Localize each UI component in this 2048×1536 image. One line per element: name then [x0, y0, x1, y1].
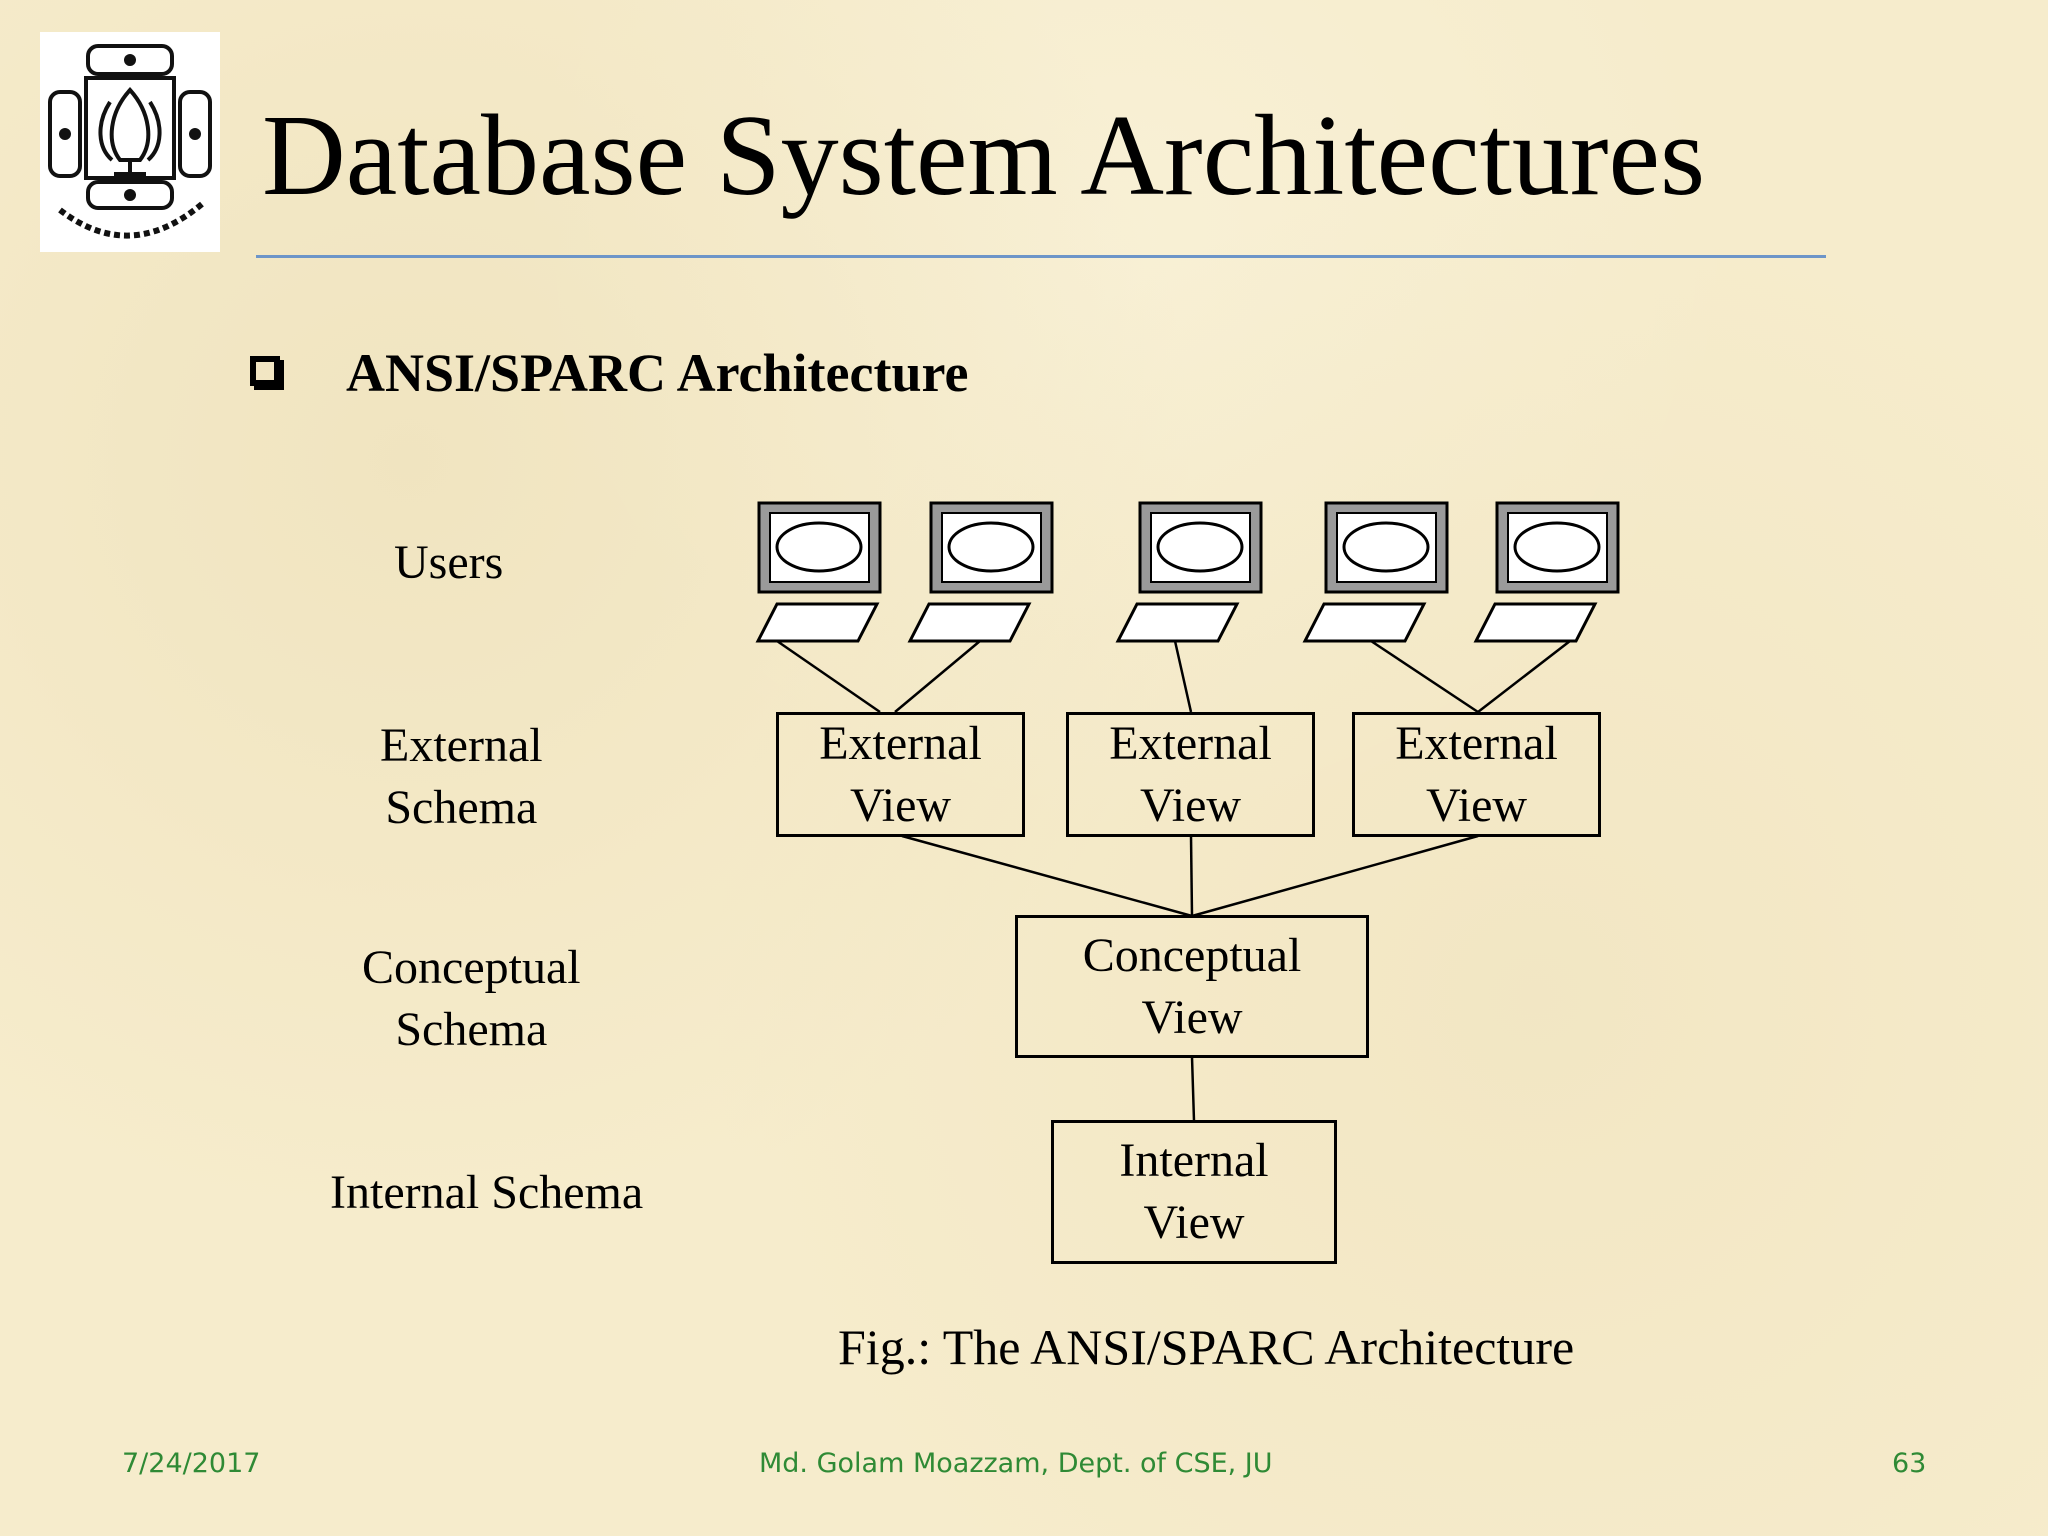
monitor-icon: [1495, 501, 1620, 594]
internal-view-line2: View: [1143, 1196, 1245, 1249]
external-view-box: External View: [1352, 712, 1601, 837]
label-conceptual-schema: Conceptual Schema: [362, 937, 581, 1061]
keyboard-icon: [1115, 602, 1240, 643]
footer-page-number: 63: [1892, 1448, 1927, 1479]
conceptual-view-box: Conceptual View: [1015, 915, 1369, 1058]
monitor-icon: [1324, 501, 1449, 594]
monitor-icon: [1138, 501, 1263, 594]
slide-title: Database System Architectures: [262, 92, 1706, 220]
keyboard-icon: [755, 602, 880, 643]
label-internal-schema: Internal Schema: [330, 1162, 643, 1224]
monitor-icon: [757, 501, 882, 594]
label-conceptual-line1: Conceptual: [362, 941, 581, 994]
external-view-line2: View: [1425, 778, 1528, 832]
external-view-box: External View: [776, 712, 1025, 837]
external-view-line1: External: [819, 716, 982, 770]
label-users-text: Users: [394, 536, 504, 589]
label-external-line1: External: [380, 719, 543, 772]
label-external-schema: External Schema: [380, 715, 543, 839]
title-underline: [256, 255, 1826, 258]
university-seal-logo: [40, 32, 220, 252]
figure-caption: Fig.: The ANSI/SPARC Architecture: [838, 1319, 1575, 1375]
keyboard-icon: [1302, 602, 1427, 643]
external-view-line1: External: [1109, 716, 1272, 770]
internal-view-line1: Internal: [1119, 1134, 1269, 1187]
label-conceptual-line2: Schema: [395, 1003, 548, 1056]
bullet-heading: ANSI/SPARC Architecture: [346, 343, 969, 403]
external-view-line1: External: [1395, 716, 1558, 770]
keyboard-icon: [1473, 602, 1598, 643]
external-view-line2: View: [1139, 778, 1242, 832]
conceptual-view-line2: View: [1141, 990, 1243, 1044]
monitor-icon: [929, 501, 1054, 594]
label-external-line2: Schema: [385, 781, 538, 834]
label-users: Users: [394, 532, 503, 594]
keyboard-icon: [907, 602, 1032, 643]
conceptual-view-line1: Conceptual: [1082, 928, 1302, 982]
external-view-box: External View: [1066, 712, 1315, 837]
footer-date: 7/24/2017: [122, 1448, 261, 1479]
label-internal-text: Internal Schema: [330, 1166, 644, 1219]
internal-view-box: Internal View: [1051, 1120, 1337, 1264]
external-view-line2: View: [849, 778, 952, 832]
checkbox-bullet-icon: [250, 356, 280, 386]
footer-author: Md. Golam Moazzam, Dept. of CSE, JU: [759, 1448, 1273, 1479]
